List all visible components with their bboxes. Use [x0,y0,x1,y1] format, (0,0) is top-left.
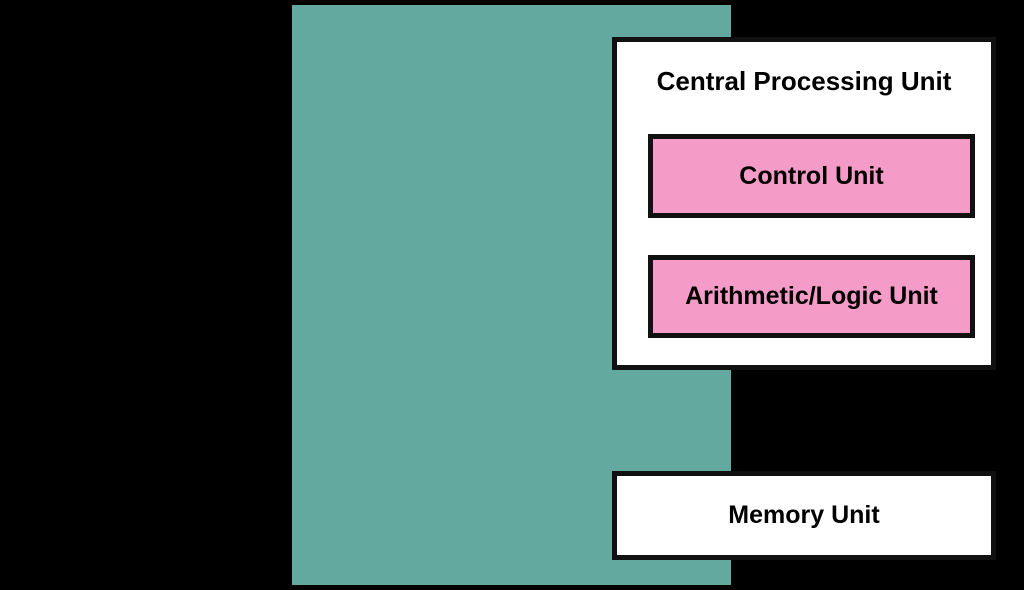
memory-to-cpu-arrow [815,371,841,471]
cpu-to-memory-arrow [771,370,797,471]
control-unit-label: Control Unit [739,161,884,190]
cpu-memory-connection-arrows [771,370,841,471]
control-unit-box[interactable]: Control Unit [648,134,975,218]
arithmetic-logic-unit-box[interactable]: Arithmetic/Logic Unit [648,255,975,338]
memory-unit-label: Memory Unit [728,501,880,529]
central-processing-unit-box[interactable]: Central Processing Unit Control Unit Ari… [612,37,996,370]
system-boundary-panel: Central Processing Unit Control Unit Ari… [292,5,996,585]
memory-unit-box[interactable]: Memory Unit [612,471,996,560]
arithmetic-logic-unit-label: Arithmetic/Logic Unit [685,282,938,310]
central-processing-unit-title: Central Processing Unit [656,66,952,96]
